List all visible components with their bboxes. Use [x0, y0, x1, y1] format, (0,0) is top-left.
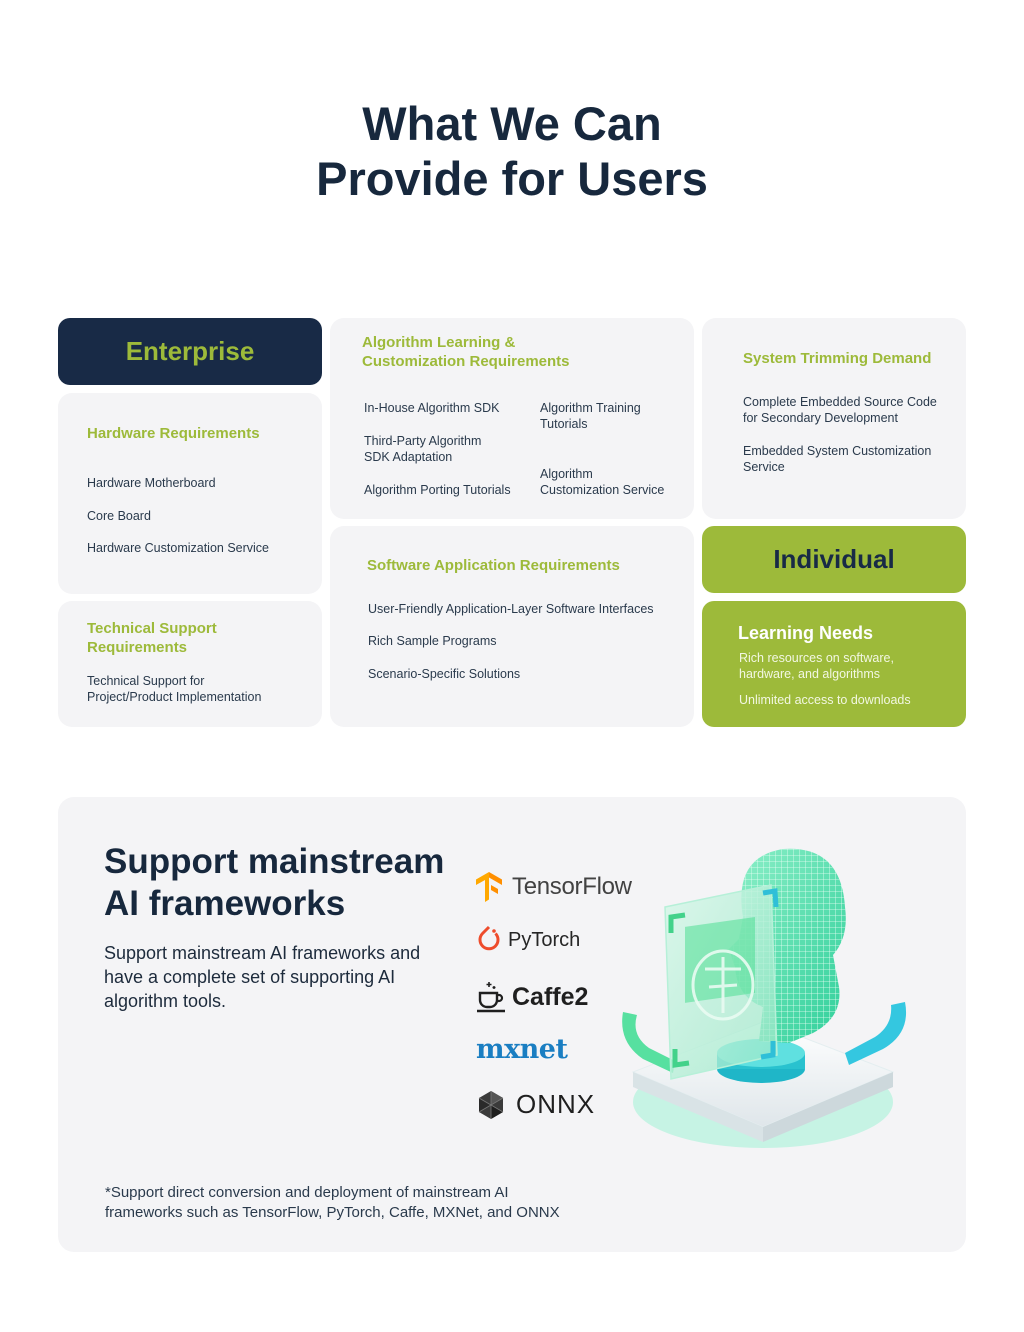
algorithm-item-line1: Algorithm	[540, 467, 593, 481]
learning-item-line2: hardware, and algorithms	[739, 667, 881, 681]
list-item: Complete Embedded Source Code for Second…	[743, 394, 937, 426]
list-item: Embedded System Customization Service	[743, 443, 931, 475]
learning-needs-title: Learning Needs	[738, 623, 874, 643]
ai-frameworks-note: *Support direct conversion and deploymen…	[105, 1183, 575, 1223]
list-item: Technical Support for Project/Product Im…	[87, 673, 261, 705]
list-item: Algorithm Training Tutorials	[540, 400, 641, 432]
ai-frameworks-description: Support mainstream AI frameworks and hav…	[104, 943, 421, 1011]
technical-support-title-line1: Technical Support	[87, 620, 217, 637]
list-item: Third-Party Algorithm SDK Adaptation	[364, 433, 481, 465]
caffe2-logo: Caffe2	[476, 980, 588, 1014]
algorithm-learning-title-line2: Customization Requirements	[362, 353, 570, 370]
system-item-line2: Service	[743, 460, 785, 474]
system-trimming-card: System Trimming Demand Complete Embedded…	[702, 318, 966, 519]
mxnet-logo: mxnet	[476, 1034, 568, 1065]
list-item: Hardware Customization Service	[87, 541, 270, 555]
tensorflow-logo: TensorFlow	[476, 872, 632, 902]
algorithm-item-line1: Third-Party Algorithm	[364, 434, 482, 448]
page-title-line2: Provide for Users	[316, 152, 708, 205]
list-item: Scenario-Specific Solutions	[368, 667, 521, 681]
technical-support-item-line2: Project/Product Implementation	[87, 690, 262, 704]
technical-support-title-line2: Requirements	[87, 639, 188, 656]
ai-frameworks-section: Support mainstream AI frameworks Support…	[58, 797, 966, 1252]
algorithm-learning-title: Algorithm Learning & Customization Requi…	[362, 333, 570, 371]
list-item: Hardware Motherboard	[87, 476, 216, 490]
list-item: Rich Sample Programs	[368, 634, 497, 648]
technical-support-item-line1: Technical Support for	[87, 674, 205, 688]
onnx-logo: ONNX	[476, 1089, 595, 1120]
page-title-line1: What We Can	[362, 97, 662, 150]
ai-frameworks-title-line1: Support mainstream	[104, 842, 445, 881]
pytorch-logo: PyTorch	[476, 925, 580, 955]
ai-frameworks-title: Support mainstream AI frameworks	[104, 841, 444, 925]
individual-header: Individual	[702, 526, 966, 593]
ai-frameworks-note-line2: frameworks such as TensorFlow, PyTorch, …	[105, 1204, 560, 1221]
enterprise-header: Enterprise	[58, 318, 322, 385]
algorithm-learning-title-line1: Algorithm Learning &	[362, 334, 516, 351]
list-item: User-Friendly Application-Layer Software…	[368, 602, 654, 616]
learning-item-line1: Rich resources on software,	[739, 651, 894, 665]
software-application-card: Software Application Requirements User-F…	[330, 526, 694, 727]
list-item: Core Board	[87, 509, 151, 523]
software-application-title: Software Application Requirements	[367, 557, 620, 574]
ai-head-illustration	[622, 848, 907, 1148]
system-item-line2: for Secondary Development	[743, 411, 898, 425]
pytorch-logo-icon	[478, 925, 500, 951]
caffe2-logo-icon	[477, 982, 505, 1013]
algorithm-learning-card: Algorithm Learning & Customization Requi…	[330, 318, 694, 519]
individual-label: Individual	[773, 544, 895, 574]
onnx-logo-icon	[478, 1090, 504, 1119]
mxnet-logo-icon: mxnet	[476, 1034, 568, 1065]
system-item-line1: Complete Embedded Source Code	[743, 395, 937, 409]
ai-frameworks-title-line2: AI frameworks	[104, 884, 346, 923]
caffe2-name: Caffe2	[512, 982, 589, 1011]
page-title: What We Can Provide for Users	[0, 96, 1024, 206]
learning-needs-card: Learning Needs Rich resources on softwar…	[702, 601, 966, 727]
pytorch-name: PyTorch	[508, 928, 581, 951]
enterprise-label: Enterprise	[125, 336, 255, 366]
algorithm-item-line1: Algorithm Training	[540, 401, 641, 415]
system-trimming-title: System Trimming Demand	[743, 350, 932, 367]
list-item: Rich resources on software, hardware, an…	[739, 650, 894, 682]
hardware-requirements-title: Hardware Requirements	[87, 425, 260, 442]
tensorflow-logo-icon	[476, 872, 502, 902]
ai-frameworks-note-line1: *Support direct conversion and deploymen…	[105, 1184, 509, 1201]
onnx-name: ONNX	[516, 1089, 596, 1119]
algorithm-item-line2: Tutorials	[540, 417, 588, 431]
list-item: Algorithm Customization Service	[540, 466, 664, 498]
list-item: Unlimited access to downloads	[739, 693, 911, 707]
technical-support-card: Technical Support Requirements Technical…	[58, 601, 322, 727]
tensorflow-name: TensorFlow	[512, 873, 632, 900]
algorithm-item-line2: Customization Service	[540, 483, 665, 497]
list-item: In-House Algorithm SDK	[364, 401, 500, 415]
system-item-line1: Embedded System Customization	[743, 444, 932, 458]
hardware-requirements-card: Hardware Requirements Hardware Motherboa…	[58, 393, 322, 594]
technical-support-title: Technical Support Requirements	[87, 619, 217, 657]
list-item: Algorithm Porting Tutorials	[364, 483, 511, 497]
algorithm-item-line2: SDK Adaptation	[364, 450, 453, 464]
